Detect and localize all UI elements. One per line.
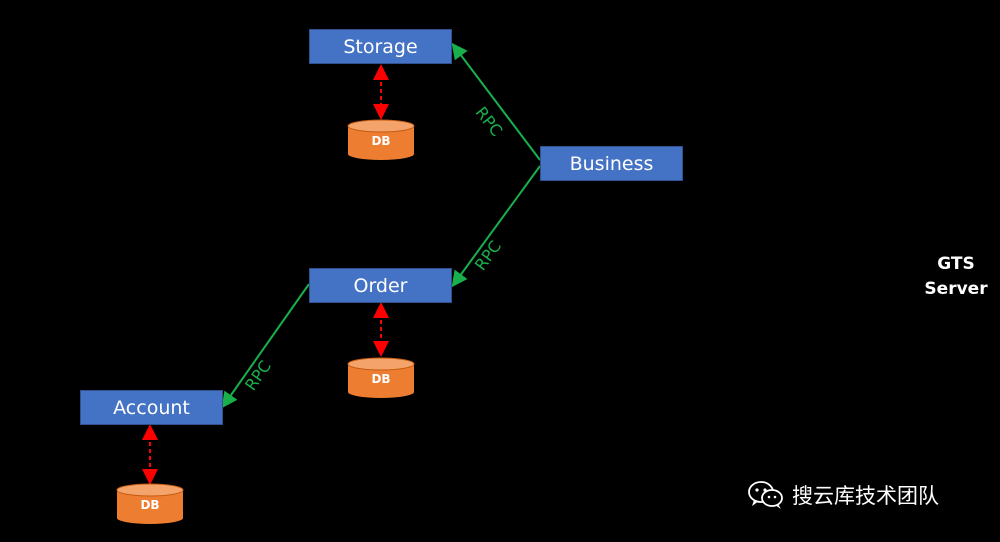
gts-server-label: GTS Server [916,252,996,302]
wechat-icon [748,481,783,509]
db-label-order: DB [371,372,391,386]
service-account: Account [80,390,223,425]
service-storage: Storage [309,29,452,64]
database-cylinder-account [116,483,184,524]
database-cylinder-order [347,357,415,398]
db-label-storage: DB [371,134,391,148]
rpc-arrow-business-storage [451,42,541,161]
database-cylinder-storage [347,119,415,160]
watermark-text: 搜云库技术团队 [792,484,939,508]
gts-server-line2: Server [924,279,988,299]
rpc-arrow-business-order [451,165,541,288]
service-business: Business [540,146,683,181]
rpc-arrow-order-account [221,283,310,409]
gts-server-line1: GTS [937,254,975,274]
db-label-account: DB [140,498,160,512]
service-order: Order [309,268,452,303]
watermark: 搜云库技术团队 [748,480,939,510]
